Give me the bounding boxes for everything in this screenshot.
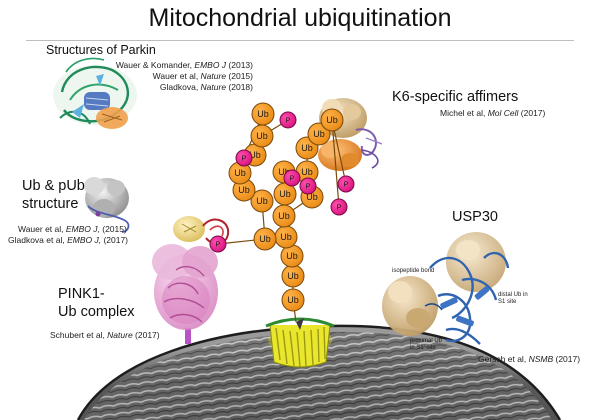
ub-node-6: Ub — [273, 182, 297, 206]
usp30-reference: Gersch et al, NSMB (2017) — [478, 354, 581, 364]
phospho-node-5: P — [299, 177, 317, 195]
ub-node-14: Ub — [251, 102, 275, 126]
ub-pub-structure-image — [84, 177, 130, 233]
ub-node-8: Ub — [253, 227, 277, 251]
ub-node-3: Ub — [280, 244, 304, 268]
pub-heading-line2: structure — [22, 196, 79, 212]
ub-node-12-label: Ub — [249, 150, 261, 160]
parkin-references: Wauer & Komander, EMBO J (2013) Wauer et… — [116, 60, 253, 93]
phospho-node-5-disc — [299, 177, 317, 195]
usp30-distal-line1: distal Ub in — [498, 292, 528, 298]
phospho-node-2: P — [235, 149, 253, 167]
pub-references: Wauer et al, EMBO J, (2015) Gladkova et … — [8, 224, 128, 246]
ubiquitin-chain: UbUbUbUbUbUbUbUbUbUbUbUbUbUbUbUbUbUbUbPP… — [209, 102, 355, 323]
usp30-distal-line2: S1 site — [498, 299, 517, 305]
ub-node-13: Ub — [250, 124, 274, 148]
usp30-proximal-label: proximal Ub in S1' site — [410, 338, 442, 352]
affimers-reference: Michel et al, Mol Cell (2017) — [440, 108, 546, 118]
ub-node-2-label: Ub — [287, 271, 299, 281]
usp30-distal-label: distal Ub in S1 site — [498, 292, 528, 306]
ub-node-16-label: Ub — [301, 143, 313, 153]
phospho-node-7-disc — [337, 175, 355, 193]
ub-node-6-label: Ub — [279, 189, 291, 199]
parkin-ref-2: Wauer et al, Nature (2015) — [152, 71, 253, 81]
usp30-isopeptide-label: isopeptide bond — [392, 268, 435, 274]
ub-node-14-disc — [251, 102, 275, 126]
tom-barrel-structure — [265, 317, 335, 368]
phospho-node-4-disc — [283, 169, 301, 187]
ub-node-4: Ub — [274, 225, 298, 249]
ub-node-4-label: Ub — [280, 232, 292, 242]
ub-node-5: Ub — [272, 204, 296, 228]
phospho-node-3-label: P — [285, 116, 290, 125]
ub-node-18: Ub — [320, 108, 344, 132]
parkin-heading: Structures of Parkin — [46, 43, 156, 57]
title-divider — [26, 40, 574, 41]
phospho-node-6-disc — [330, 198, 348, 216]
ub-node-17-label: Ub — [313, 129, 325, 139]
ub-node-1: Ub — [281, 288, 305, 312]
pink1-heading: PINK1- Ub complex — [58, 285, 135, 321]
phospho-node-3: P — [279, 111, 297, 129]
phospho-node-4-label: P — [289, 174, 294, 183]
affimers-heading: K6-specific affimers — [392, 89, 519, 105]
phospho-node-6: P — [330, 198, 348, 216]
usp30-proximal-line2: in S1' site — [410, 345, 436, 351]
ub-node-13-label: Ub — [256, 131, 268, 141]
pink1-heading-line2: Ub complex — [58, 304, 135, 320]
phospho-node-6-label: P — [336, 203, 341, 212]
usp30-proximal-line1: proximal Ub — [410, 338, 443, 344]
ub-node-5-label: Ub — [278, 211, 290, 221]
ub-node-18-label: Ub — [326, 115, 338, 125]
pink1-reference: Schubert et al, Nature (2017) — [50, 330, 160, 340]
phospho-node-1: P — [209, 235, 227, 253]
ub-node-9-disc — [250, 189, 274, 213]
phospho-node-1-label: P — [215, 240, 220, 249]
chain-nodes: UbUbUbUbUbUbUbUbUbUbUbUbUbUbUbUbUbUbUbPP… — [209, 102, 355, 312]
ub-node-9: Ub — [250, 189, 274, 213]
usp30-structure-image — [382, 232, 510, 345]
pub-ref-1: Wauer et al, EMBO J, (2015) — [18, 224, 127, 234]
pub-heading: Ub & pUb structure — [22, 177, 85, 213]
mitochondrion-membrane — [76, 324, 562, 420]
phospho-node-2-label: P — [241, 154, 246, 163]
ub-node-8-label: Ub — [259, 234, 271, 244]
phospho-node-4: P — [283, 169, 301, 187]
pub-ref-2: Gladkova et al, EMBO J, (2017) — [8, 235, 129, 245]
phospho-node-1-disc — [209, 235, 227, 253]
page-title: Mitochondrial ubiquitination — [148, 4, 452, 32]
ub-node-10-label: Ub — [238, 185, 250, 195]
parkin-ref-1: Wauer & Komander, EMBO J (2013) — [115, 60, 253, 70]
pub-heading-line1: Ub & pUb — [22, 178, 85, 194]
pink1-ub-complex-image — [152, 216, 230, 330]
ub-node-8-disc — [253, 227, 277, 251]
ub-node-11: Ub — [228, 161, 252, 185]
phospho-node-5-label: P — [305, 182, 310, 191]
pink1-heading-line1: PINK1- — [58, 286, 105, 302]
ub-node-3-label: Ub — [286, 251, 298, 261]
pink1-anchor — [185, 328, 191, 344]
ub-node-1-label: Ub — [287, 295, 299, 305]
phospho-node-2-disc — [235, 149, 253, 167]
phospho-node-7: P — [337, 175, 355, 193]
ub-node-14-label: Ub — [257, 109, 269, 119]
ub-node-18-disc — [320, 108, 344, 132]
parkin-structure-image — [53, 57, 137, 129]
usp30-heading: USP30 — [452, 209, 498, 225]
ub-node-2: Ub — [281, 264, 305, 288]
phospho-node-3-disc — [279, 111, 297, 129]
ub-node-1-disc — [281, 288, 305, 312]
parkin-ref-3: Gladkova, Nature (2018) — [159, 82, 253, 92]
ub-node-7-label: Ub — [278, 167, 290, 177]
phospho-link-6 — [331, 119, 340, 208]
ub-node-15-label: Ub — [301, 167, 313, 177]
ub-node-11-label: Ub — [234, 168, 246, 178]
phospho-node-7-label: P — [343, 180, 348, 189]
ub-node-19-label: Ub — [306, 192, 318, 202]
ub-node-9-label: Ub — [256, 196, 268, 206]
